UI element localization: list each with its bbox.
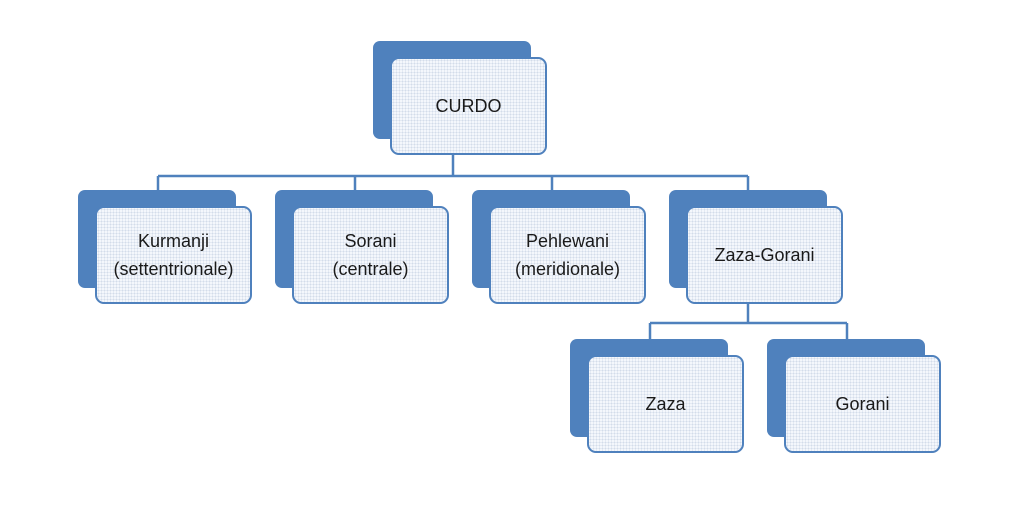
node-box: Sorani (centrale) bbox=[292, 206, 449, 304]
node-box: Kurmanji (settentrionale) bbox=[95, 206, 252, 304]
node-label-curdo: CURDO bbox=[435, 96, 502, 116]
node-pehlewani: Pehlewani (meridionale) bbox=[472, 190, 646, 304]
node-zaza: Zaza bbox=[570, 339, 744, 453]
node-sorani: Sorani (centrale) bbox=[275, 190, 449, 304]
node-box: Pehlewani (meridionale) bbox=[489, 206, 646, 304]
node-label-zaza: Zaza bbox=[645, 394, 686, 414]
node-label-pehlewani: Pehlewani (meridionale) bbox=[514, 231, 621, 279]
node-zaza-gorani: Zaza-Gorani bbox=[669, 190, 843, 304]
node-label-zaza-gorani: Zaza-Gorani bbox=[714, 245, 815, 265]
node-box: Gorani bbox=[784, 355, 941, 453]
node-label-gorani: Gorani bbox=[835, 394, 890, 414]
node-label-kurmanji: Kurmanji (settentrionale) bbox=[113, 231, 234, 279]
node-box: Zaza-Gorani bbox=[686, 206, 843, 304]
node-gorani: Gorani bbox=[767, 339, 941, 453]
node-label-sorani: Sorani (centrale) bbox=[332, 231, 409, 279]
node-kurmanji: Kurmanji (settentrionale) bbox=[78, 190, 252, 304]
node-box: Zaza bbox=[587, 355, 744, 453]
node-box: CURDO bbox=[390, 57, 547, 155]
node-curdo: CURDO bbox=[373, 41, 547, 155]
